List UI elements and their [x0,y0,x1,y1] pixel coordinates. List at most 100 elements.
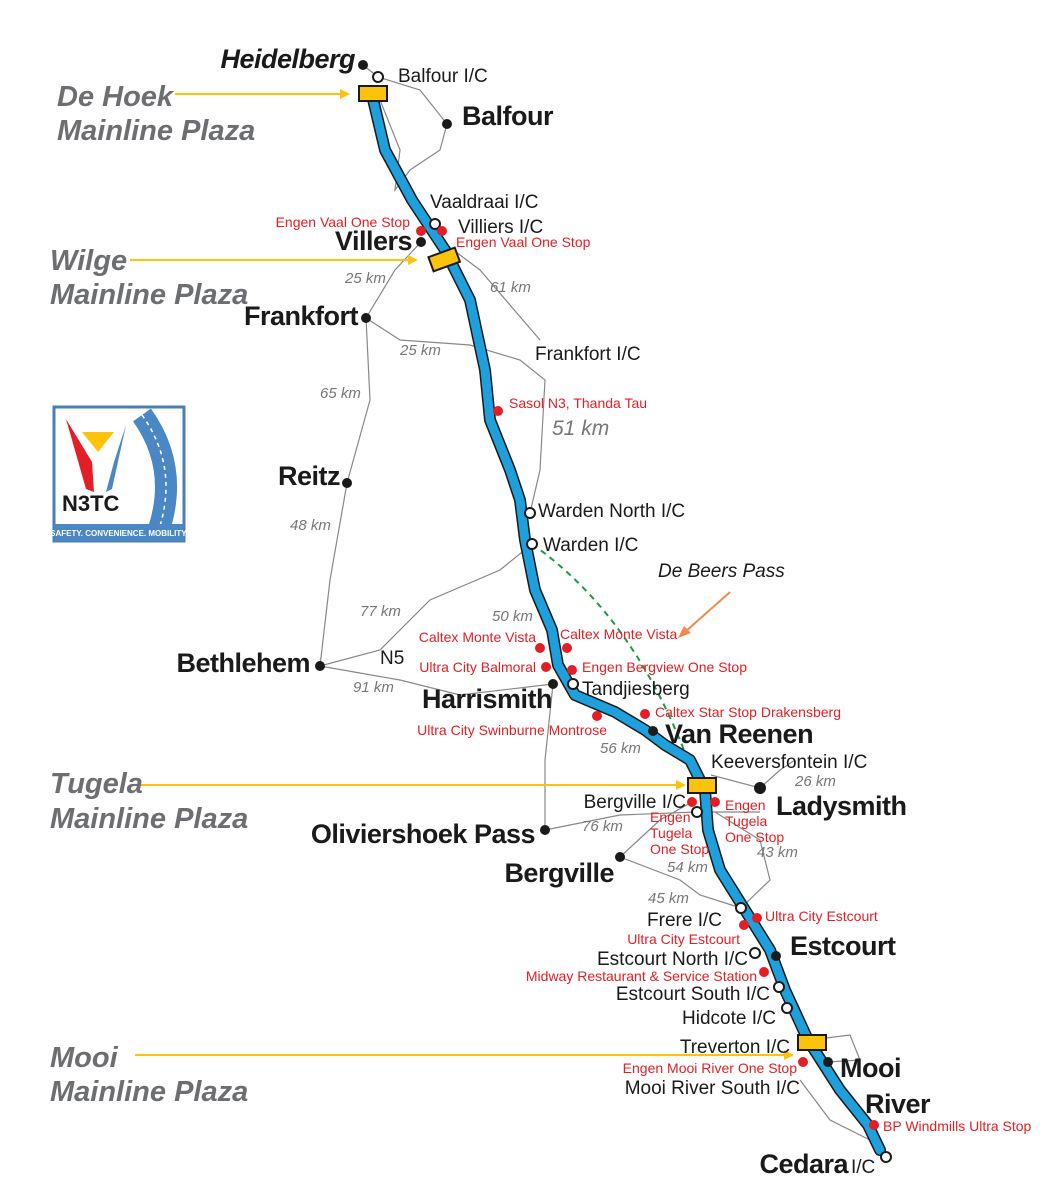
city-heidelberg[interactable]: Heidelberg [220,44,356,74]
city-labels: Heidelberg Balfour Villers Frankfort Rei… [176,44,931,1179]
label-line: Tugela [650,825,693,841]
ic-estcourt-north[interactable]: Estcourt North I/C [597,949,748,970]
plaza-sub: Mainline Plaza [57,115,255,147]
n3tc-logo: N3TC SAFETY. CONVENIENCE. MOBILITY. [50,405,188,543]
fuel-engen-mooi-river[interactable]: Engen Mooi River One Stop [623,1060,798,1076]
city-oliviershoek-pass[interactable]: Oliviershoek Pass [311,819,536,849]
ic-tandjiesberg[interactable]: Tandjiesberg [582,679,690,700]
distance-label: 51 km [552,417,609,440]
city-river[interactable]: River [865,1089,932,1119]
fuel-caltex-monte-vista-west[interactable]: Caltex Monte Vista [419,629,536,645]
distance-label: 25 km [399,342,441,359]
fuel-engen-tugela-east[interactable]: Engen Tugela One Stop [725,797,784,845]
city-van-reenen[interactable]: Van Reenen [665,719,814,749]
city-reitz[interactable]: Reitz [278,461,341,491]
ic-warden[interactable]: Warden I/C [543,535,638,556]
fuel-midway-restaurant[interactable]: Midway Restaurant & Service Station [526,968,757,984]
city-villers[interactable]: Villers [335,226,413,256]
distance-label: 77 km [360,603,401,620]
city-bergville[interactable]: Bergville [504,858,615,888]
logo-tagline: SAFETY. CONVENIENCE. MOBILITY. [50,529,188,538]
distance-label: 50 km [492,608,533,625]
fuel-ultra-city-swinburne[interactable]: Ultra City Swinburne Montrose [417,722,607,738]
ic-bergville[interactable]: Bergville I/C [584,792,686,813]
distance-label: 91 km [353,679,394,696]
secondary-roads [319,64,871,1141]
de-beers-pass-label: De Beers Pass [658,561,785,582]
toll-plaza-icon [687,777,717,794]
distance-label: 48 km [290,517,331,534]
plaza-de-hoek[interactable]: De Hoek Mainline Plaza [57,81,388,147]
plaza-tugela[interactable]: Tugela Mainline Plaza [50,768,717,835]
de-beers-pass-callout: De Beers Pass [658,561,785,638]
city-balfour[interactable]: Balfour [462,101,554,131]
plaza-mooi[interactable]: Mooi Mainline Plaza [50,1034,827,1108]
interchange-labels: Balfour I/C Vaaldraai I/C Villiers I/C F… [398,66,875,1178]
fuel-engen-vaal-east[interactable]: Engen Vaal One Stop [456,234,591,250]
label-line: Engen [650,809,690,825]
distance-label: 45 km [648,890,689,907]
label-line: Engen [725,797,765,813]
ic-estcourt-south[interactable]: Estcourt South I/C [616,984,770,1005]
fuel-stop-labels: Engen Vaal One Stop Engen Vaal One Stop … [276,214,1032,1134]
toll-plaza-icon [358,85,388,102]
town-dots [315,60,833,1067]
ic-balfour[interactable]: Balfour I/C [398,66,488,87]
distance-label: 26 km [794,773,836,790]
ic-treverton[interactable]: Treverton I/C [680,1037,790,1058]
road-label-n5: N5 [380,648,404,669]
plaza-sub: Mainline Plaza [50,279,248,311]
city-bethlehem[interactable]: Bethlehem [176,648,310,678]
fuel-ultra-city-balmoral[interactable]: Ultra City Balmoral [419,659,536,675]
fuel-engen-vaal-west[interactable]: Engen Vaal One Stop [276,214,411,230]
de-beers-pass-route [531,543,696,781]
distance-label: 25 km [344,270,386,287]
ic-villiers[interactable]: Villiers I/C [458,217,543,238]
city-estcourt[interactable]: Estcourt [790,931,897,961]
city-harrismith[interactable]: Harrismith [422,684,553,714]
n3-main-route-fill [367,90,885,1155]
ic-mooi-river-south[interactable]: Mooi River South I/C [625,1078,800,1099]
fuel-caltex-star-stop[interactable]: Caltex Star Stop Drakensberg [655,704,841,720]
fuel-ultra-city-estcourt-east[interactable]: Ultra City Estcourt [765,908,878,924]
ic-hidcote[interactable]: Hidcote I/C [682,1008,776,1029]
distance-label: 54 km [667,859,708,876]
plaza-name: Tugela [50,768,143,800]
distance-label: 76 km [582,818,623,835]
distance-label: 61 km [490,279,531,296]
logo-text: N3TC [62,491,120,516]
plaza-name: Wilge [50,245,127,277]
interchange-markers [372,71,892,1163]
ic-warden-north[interactable]: Warden North I/C [538,501,685,522]
fuel-ultra-city-estcourt-west[interactable]: Ultra City Estcourt [627,931,740,947]
ic-keeversfontein[interactable]: Keeversfontein I/C [711,752,867,773]
city-ladysmith[interactable]: Ladysmith [776,791,907,821]
city-frankfort[interactable]: Frankfort [244,301,359,331]
fuel-engen-tugela-west[interactable]: Engen Tugela One Stop [650,809,709,857]
label-line: One Stop [650,841,709,857]
label-line: Tugela [725,813,768,829]
fuel-stop-markers [416,226,879,1130]
fuel-caltex-monte-vista-east[interactable]: Caltex Monte Vista [560,626,677,642]
ic-frere[interactable]: Frere I/C [647,910,722,931]
fuel-bp-windmills[interactable]: BP Windmills Ultra Stop [883,1118,1032,1134]
distance-labels: 25 km 61 km 25 km 65 km 51 km 48 km 77 k… [290,270,836,907]
plaza-name: Mooi [50,1042,119,1074]
ic-frankfort[interactable]: Frankfort I/C [535,344,641,365]
plaza-wilge[interactable]: Wilge Mainline Plaza [50,245,462,311]
fuel-engen-bergview[interactable]: Engen Bergview One Stop [582,659,747,675]
ic-vaaldraai[interactable]: Vaaldraai I/C [430,192,538,213]
toll-plaza-icon [427,246,462,273]
plaza-name: De Hoek [57,81,175,113]
plaza-sub: Mainline Plaza [50,1076,248,1108]
label-line: One Stop [725,829,784,845]
plaza-sub: Mainline Plaza [50,803,248,835]
toll-plaza-icon [797,1034,827,1051]
fuel-sasol-thanda-tau[interactable]: Sasol N3, Thanda Tau [509,395,647,411]
city-mooi[interactable]: Mooi [840,1053,901,1083]
city-cedara[interactable]: Cedara [759,1149,850,1179]
ic-cedara[interactable]: I/C [851,1157,875,1178]
distance-label: 43 km [757,844,798,861]
distance-label: 56 km [600,740,641,757]
